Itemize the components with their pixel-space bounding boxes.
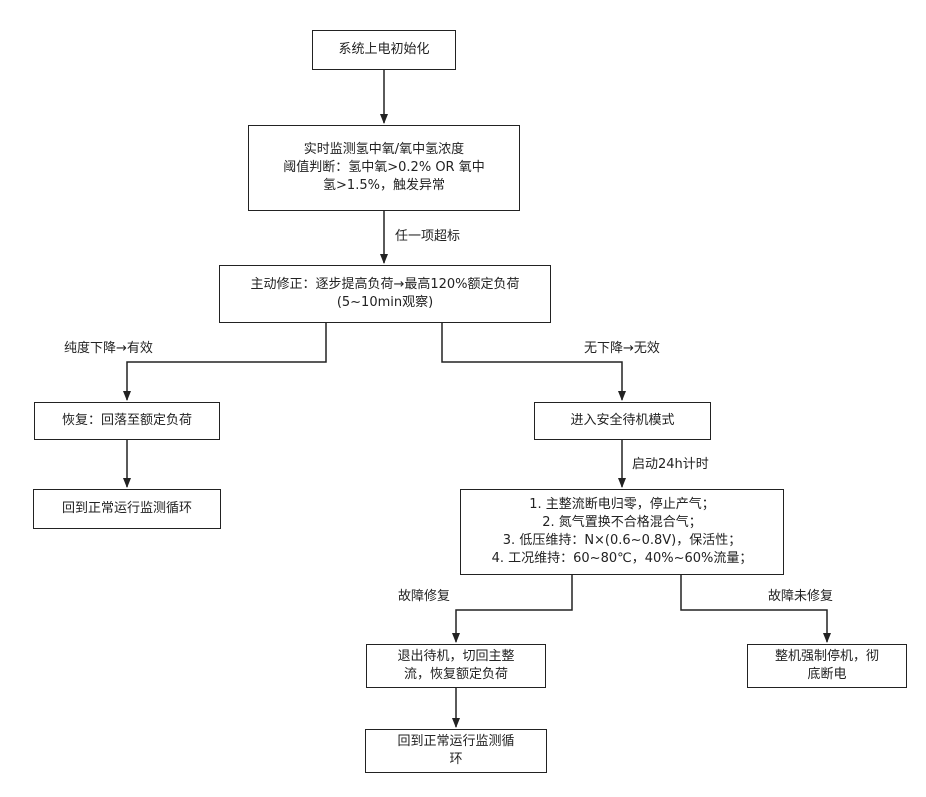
node-monitor-line-1: 实时监测氢中氧/氧中氢浓度 <box>304 141 464 159</box>
node-correction-line-1: 主动修正：逐步提高负荷→最高120%额定负荷 <box>250 276 519 294</box>
edge-label-fault-not-repaired: 故障未修复 <box>766 588 835 606</box>
node-recover-text: 恢复：回落至额定负荷 <box>62 412 192 430</box>
node-shutdown-line-2: 底断电 <box>807 666 846 684</box>
node-monitor-line-3: 氢>1.5%，触发异常 <box>323 177 445 195</box>
node-exit-standby: 退出待机，切回主整 流，恢复额定负荷 <box>366 644 546 688</box>
node-power-on-init-text: 系统上电初始化 <box>338 41 429 59</box>
node-monitor-line-2: 阈值判断：氢中氧>0.2% OR 氧中 <box>283 159 484 177</box>
node-active-correction: 主动修正：逐步提高负荷→最高120%额定负荷 (5~10min观察) <box>219 265 551 323</box>
node-back-to-normal-bottom-line-2: 环 <box>449 751 462 769</box>
edge-actions-to-shutdown <box>681 575 827 642</box>
node-standby-action-4: 4. 工况维持：60~80℃，40%~60%流量； <box>492 550 753 568</box>
node-safe-standby: 进入安全待机模式 <box>534 402 711 440</box>
node-safe-standby-text: 进入安全待机模式 <box>570 412 674 430</box>
node-correction-line-2: (5~10min观察) <box>337 294 433 312</box>
node-shutdown-line-1: 整机强制停机，彻 <box>775 648 879 666</box>
node-back-to-normal-left: 回到正常运行监测循环 <box>33 489 221 529</box>
edge-label-fault-repaired: 故障修复 <box>396 588 452 606</box>
node-power-on-init: 系统上电初始化 <box>312 30 456 70</box>
node-back-to-normal-left-text: 回到正常运行监测循环 <box>62 500 192 518</box>
edge-label-purity-drop-effective: 纯度下降→有效 <box>62 340 155 358</box>
node-back-to-normal-bottom-line-1: 回到正常运行监测循 <box>397 733 514 751</box>
node-recover-rated-load: 恢复：回落至额定负荷 <box>34 402 220 440</box>
edge-label-any-exceed: 任一项超标 <box>393 228 462 246</box>
node-standby-actions: 1. 主整流断电归零，停止产气； 2. 氮气置换不合格混合气； 3. 低压维持：… <box>460 489 784 575</box>
node-standby-action-3: 3. 低压维持：N×(0.6~0.8V)，保活性； <box>503 532 741 550</box>
node-standby-action-1: 1. 主整流断电归零，停止产气； <box>529 496 715 514</box>
node-monitor-threshold: 实时监测氢中氧/氧中氢浓度 阈值判断：氢中氧>0.2% OR 氧中 氢>1.5%… <box>248 125 520 211</box>
node-back-to-normal-bottom: 回到正常运行监测循 环 <box>365 729 547 773</box>
edge-correct-to-standby <box>442 323 622 400</box>
node-exit-standby-line-1: 退出待机，切回主整 <box>397 648 514 666</box>
node-exit-standby-line-2: 流，恢复额定负荷 <box>404 666 508 684</box>
edge-actions-to-exit-standby <box>456 575 572 642</box>
node-standby-action-2: 2. 氮气置换不合格混合气； <box>542 514 702 532</box>
edge-label-no-drop-ineffective: 无下降→无效 <box>582 340 662 358</box>
edge-correct-to-recover <box>127 323 326 400</box>
node-forced-shutdown: 整机强制停机，彻 底断电 <box>747 644 907 688</box>
edge-label-start-timer: 启动24h计时 <box>630 456 711 474</box>
